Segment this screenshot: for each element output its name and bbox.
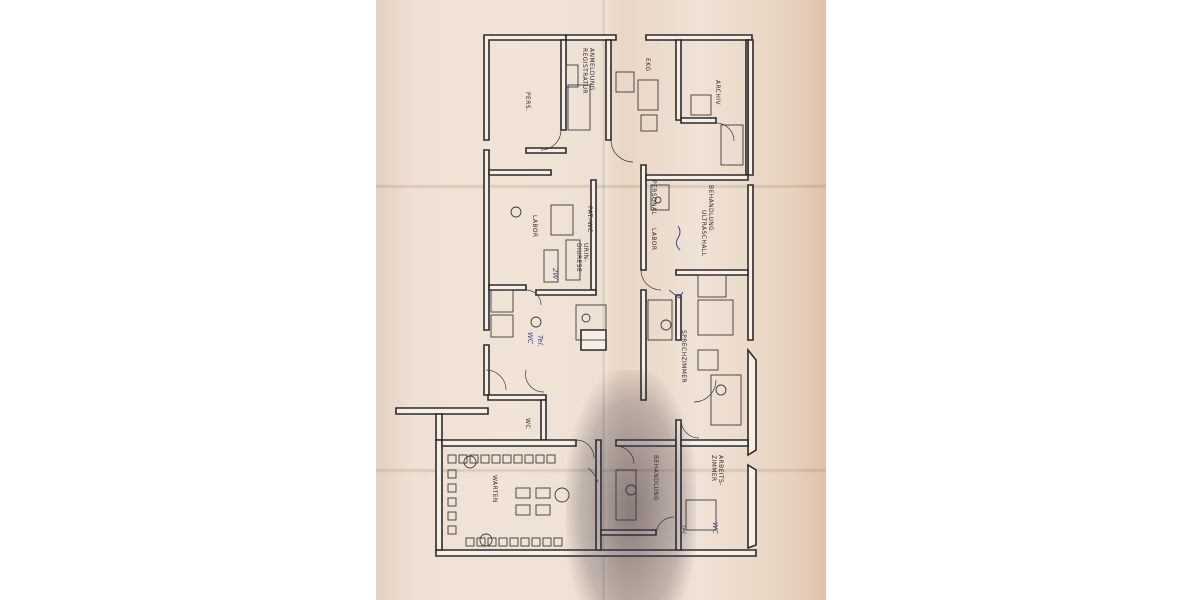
- room-wc: WC: [524, 418, 531, 429]
- room-sprechzimmer: SPRECHZIMMER: [680, 330, 687, 383]
- horizontal-fold-upper: [376, 184, 826, 189]
- furniture: [490, 64, 744, 531]
- room-ultraschall: ULTRASCHALL: [700, 210, 707, 257]
- room-labor: LABOR: [531, 215, 538, 238]
- room-zimmer: ZIMMER: [710, 455, 717, 482]
- note-wc-left: WC: [526, 332, 534, 344]
- floor-plan: PERS. ANMELDUNG REGISTRATUR EKG ARCHIV L…: [395, 34, 757, 557]
- room-arbeitszimmer: ARBEITS-: [717, 455, 724, 486]
- room-pat-wc: PAT.-WC: [586, 206, 593, 233]
- door-swings: [485, 122, 735, 536]
- vertical-fold: [602, 0, 608, 600]
- note-wc-right: WC: [711, 522, 719, 534]
- room-anmeldung: ANMELDUNG: [588, 48, 595, 91]
- note-2w: 2W: [551, 268, 559, 280]
- room-archiv: ARCHIV: [714, 80, 721, 105]
- waiting-chairs: [447, 454, 570, 547]
- outer-walls: [395, 34, 757, 557]
- room-warten: WARTEN: [491, 475, 498, 503]
- note-tel-right: Tel.: [679, 524, 687, 536]
- room-registratur: REGISTRATUR: [581, 48, 588, 94]
- room-personal: PERSONAL: [650, 180, 657, 216]
- room-behandlung-bottom: BEHANDLUNG: [652, 455, 659, 501]
- room-labor-small: LABOR: [650, 228, 657, 251]
- room-urin: URIN-: [582, 243, 589, 262]
- room-behandlung-top: BEHANDLUNG: [707, 185, 714, 231]
- room-ekg: EKG: [644, 58, 651, 72]
- note-tel-left: Tel.: [536, 335, 544, 347]
- room-pers: PERS.: [524, 92, 531, 111]
- room-diurese: DIURESE: [575, 243, 582, 272]
